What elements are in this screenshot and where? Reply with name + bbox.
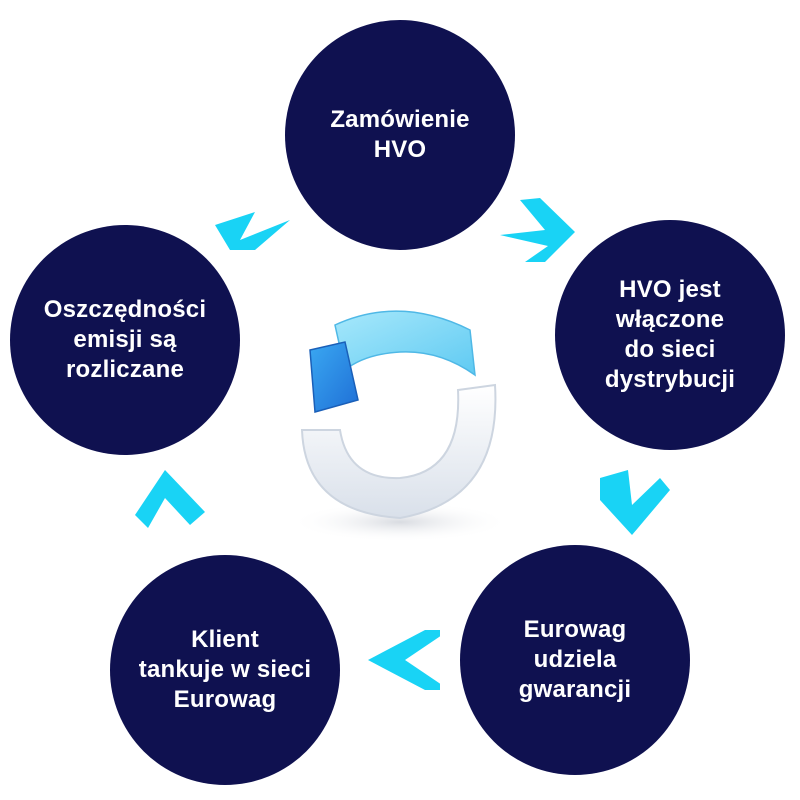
arrow-network-to-guarantee-icon <box>600 470 670 535</box>
node-distribution-network: HVO jest włączone do sieci dystrybucji <box>555 220 785 450</box>
arrow-savings-to-order-icon <box>215 212 290 250</box>
arrow-guarantee-to-client-icon <box>368 630 440 690</box>
node-client: Klient tankuje w sieci Eurowag <box>110 555 340 785</box>
cycle-graphic <box>290 310 510 542</box>
node-guarantee-label: Eurowag udziela gwarancji <box>518 616 632 703</box>
node-guarantee: Eurowag udziela gwarancji <box>460 545 690 775</box>
node-savings: Oszczędności emisji są rozliczane <box>10 225 240 455</box>
node-order-hvo: Zamówienie HVO <box>285 20 515 250</box>
arrow-order-to-network-icon <box>500 198 575 262</box>
node-distribution-network-label: HVO jest włączone do sieci dystrybucji <box>604 276 736 393</box>
node-savings-label: Oszczędności emisji są rozliczane <box>43 296 207 383</box>
arrow-client-to-savings-icon <box>135 470 205 528</box>
node-order-hvo-label: Zamówienie HVO <box>330 106 470 163</box>
node-client-label: Klient tankuje w sieci Eurowag <box>138 626 312 713</box>
